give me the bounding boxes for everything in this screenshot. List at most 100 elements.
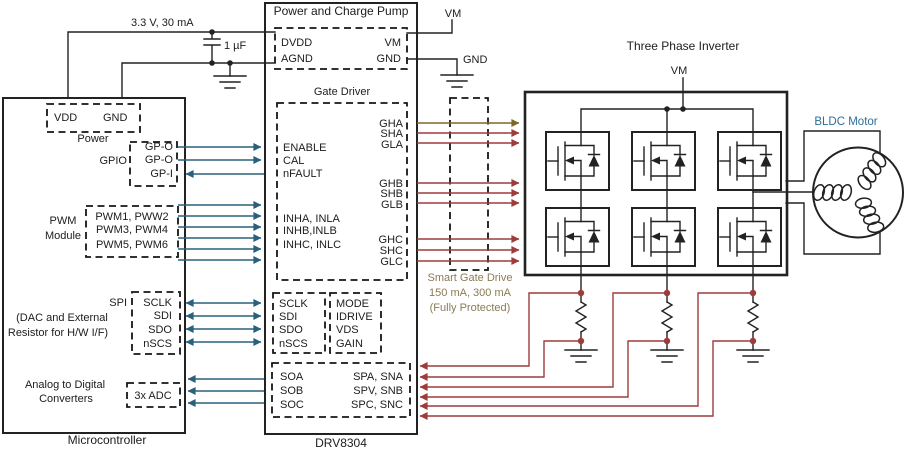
mcu-pwm-row2: PWM3, PWM4: [96, 224, 168, 236]
sna-wire: [419, 340, 581, 381]
mcu-pwm-label-2: Module: [45, 230, 81, 242]
mcu-pwm-row1: PWM1, PWW2: [95, 211, 168, 223]
drv-pin-vds: VDS: [336, 324, 359, 336]
ground-symbol: [213, 75, 247, 89]
mosfet-low-c: [717, 207, 782, 267]
drv-pin-gla: GLA: [381, 139, 404, 151]
mcu-pin-gnd: GND: [103, 112, 128, 124]
shunt-resistor-c: [747, 301, 759, 333]
note-line-2: 150 mA, 300 mA: [429, 287, 512, 299]
mcu-spi-label-3: Resistor for H/W I/F): [8, 327, 108, 339]
drv-pin-shb: SHB: [380, 188, 403, 200]
drv-config-box: [329, 292, 382, 354]
microcontroller-outline: [2, 97, 186, 434]
mosfet-high-a: [545, 131, 610, 191]
mcu-adc-label-2: Converters: [39, 393, 93, 405]
mosfet-low-b: [631, 207, 696, 267]
inverter-title: Three Phase Inverter: [627, 39, 740, 53]
drv-pin-sob: SOB: [280, 385, 303, 397]
junction-dot: [664, 106, 670, 112]
drv-sense-box: [271, 362, 411, 418]
drv-pin-soc: SOC: [280, 399, 304, 411]
mosfet-high-c: [717, 131, 782, 191]
mcu-pin-vdd: VDD: [54, 112, 77, 124]
drv-pin-ghc: GHC: [379, 234, 404, 246]
drv-pin-gain: GAIN: [336, 338, 363, 350]
drv-pin-dvdd: DVDD: [281, 37, 312, 49]
mcu-pin-gpi: GP-I: [150, 168, 173, 180]
drv-pin-spv-snb: SPV, SNB: [353, 385, 403, 397]
drv-pin-inha-inla: INHA, INLA: [283, 213, 341, 225]
drv-pin-sclk: SCLK: [279, 298, 308, 310]
drv-gate-driver-title: Gate Driver: [314, 86, 371, 98]
mcu-pin-sclk: SCLK: [143, 297, 172, 309]
drv-pin-inhc-inlc: INHC, INLC: [283, 239, 341, 251]
drv-pin-ghb: GHB: [379, 178, 403, 190]
snb-wire: [419, 340, 667, 401]
drv-pin-inhb-inlb: INHB,INLB: [283, 225, 337, 237]
drv-pin-vm: VM: [385, 37, 402, 49]
bldc-motor: BLDC Motor: [752, 116, 904, 255]
drv-ext-vm-label: VM: [445, 8, 462, 20]
junction-dot: [209, 60, 215, 66]
microcontroller-block: VDD GND Power GP-O GP-O GP-I GPIO PWM1, …: [2, 97, 186, 447]
sense-node-dot: [577, 337, 585, 345]
drv-pin-glc: GLC: [380, 256, 403, 268]
mosfet-high-b: [631, 131, 696, 191]
drv-ext-gnd-label: GND: [463, 54, 488, 66]
motor-lead-bottom: [785, 202, 881, 255]
spa-wire: [419, 292, 581, 370]
sense-node-dot: [749, 337, 757, 345]
mcu-spi-label-1: SPI: [109, 297, 127, 309]
mcu-spi-box: [131, 291, 181, 355]
mcu-pin-gpo1: GP-O: [145, 141, 174, 153]
drv8304-label: DRV8304: [315, 436, 367, 450]
mcu-adc-box: [126, 382, 181, 408]
mcu-pwm-label-1: PWM: [50, 215, 77, 227]
drv-pin-shc: SHC: [380, 245, 403, 257]
note-line-1: Smart Gate Drive: [428, 272, 513, 284]
sense-network: [419, 265, 770, 420]
mcu-power-label: Power: [77, 133, 109, 145]
drv-pin-gnd: GND: [377, 53, 402, 65]
mcu-gpio-label: GPIO: [99, 155, 127, 167]
note-smart-gate-drive: Smart Gate Drive 150 mA, 300 mA (Fully P…: [428, 272, 513, 314]
drv-pin-spc-snc: SPC, SNC: [351, 399, 403, 411]
drv-pin-agnd: AGND: [281, 53, 313, 65]
mcu-gpio-box: [129, 141, 178, 187]
sense-node-dot: [577, 289, 585, 297]
drv-pin-nfault: nFAULT: [283, 168, 323, 180]
shunt-resistor-b: [661, 301, 673, 333]
shunt-leads: [580, 292, 754, 342]
drv-pin-glb: GLB: [381, 199, 403, 211]
drv-spi-box: [272, 292, 326, 354]
spb-wire: [419, 292, 667, 391]
mcu-power-box: [46, 103, 141, 133]
drv-pin-gha: GHA: [379, 118, 404, 130]
drv-pin-sha: SHA: [380, 128, 403, 140]
mcu-pwm-box: [85, 205, 179, 258]
drv-power-box: [274, 27, 408, 70]
mcu-pin-sdo: SDO: [148, 324, 172, 336]
mcu-adc-value: 3x ADC: [134, 390, 171, 402]
mcu-spi-label-2: (DAC and External: [16, 312, 108, 324]
rail-wires: [67, 31, 276, 99]
ground-symbol: [440, 74, 474, 88]
capacitor-label: 1 µF: [224, 40, 247, 52]
bldc-motor-label: BLDC Motor: [814, 116, 877, 128]
drv-pin-spa-sna: SPA, SNA: [353, 371, 404, 383]
drv-pin-cal: CAL: [283, 155, 304, 167]
capacitor-symbol: [203, 31, 221, 64]
motor-circle: [812, 146, 904, 239]
sense-node-dot: [749, 289, 757, 297]
inverter-vm-label: VM: [671, 65, 688, 77]
phase-down-wires: [580, 265, 754, 294]
drv-pin-sdo: SDO: [279, 324, 303, 336]
mcu-pwm-row3: PWM5, PWM6: [96, 239, 168, 251]
drv-pin-enable: ENABLE: [283, 142, 326, 154]
ground-symbol: [564, 349, 598, 363]
mcu-pin-nscs: nSCS: [143, 338, 172, 350]
gnd-stub-wire: [406, 58, 458, 76]
note-line-3: (Fully Protected): [430, 302, 511, 314]
